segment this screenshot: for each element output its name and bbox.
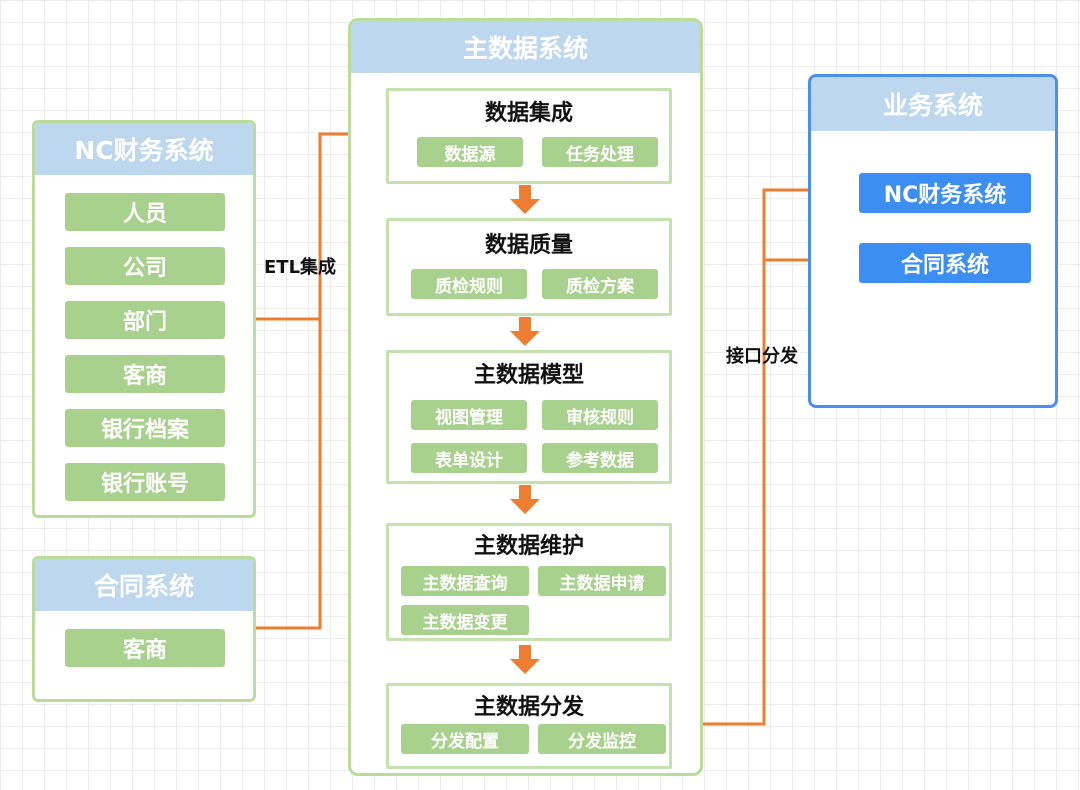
business-system-panel: 业务系统 NC财务系统 合同系统: [808, 74, 1058, 408]
pill-qc-rules: 质检规则: [411, 269, 527, 299]
nc-finance-system-title: NC财务系统: [35, 123, 253, 175]
contract-item-customer-supplier: 客商: [65, 629, 225, 667]
nc-item-bank-archive: 银行档案: [65, 409, 225, 447]
module-data-quality: 数据质量 质检规则 质检方案: [386, 218, 672, 316]
module-data-integration: 数据集成 数据源 任务处理: [386, 88, 672, 184]
pill-master-data-change: 主数据变更: [401, 605, 529, 635]
business-system-title: 业务系统: [811, 77, 1055, 131]
down-arrow-2: [510, 317, 540, 346]
module-master-data-model: 主数据模型 视图管理 审核规则 表单设计 参考数据: [386, 350, 672, 484]
pill-data-source: 数据源: [417, 137, 523, 167]
pill-master-data-apply: 主数据申请: [538, 566, 666, 596]
pill-view-management: 视图管理: [411, 400, 527, 430]
pill-audit-rules: 审核规则: [542, 400, 658, 430]
contract-system-panel: 合同系统 客商: [32, 556, 256, 702]
nc-item-personnel: 人员: [65, 193, 225, 231]
module-master-data-distribution-title: 主数据分发: [473, 695, 584, 720]
module-master-data-maintenance: 主数据维护 主数据查询 主数据申请 主数据变更: [386, 523, 672, 641]
etl-label: ETL集成: [264, 257, 337, 278]
pill-distribution-config: 分发配置: [401, 724, 529, 754]
pill-reference-data: 参考数据: [542, 443, 658, 473]
pill-qc-plan: 质检方案: [542, 269, 658, 299]
pill-master-data-query: 主数据查询: [401, 566, 529, 596]
target-nc-finance-system: NC财务系统: [859, 173, 1031, 213]
module-master-data-maintenance-title: 主数据维护: [473, 534, 584, 559]
target-contract-system: 合同系统: [859, 243, 1031, 283]
module-master-data-model-title: 主数据模型: [473, 363, 584, 388]
interface-distribution-label: 接口分发: [726, 346, 798, 367]
pill-distribution-monitor: 分发监控: [538, 724, 666, 754]
down-arrow-4: [510, 645, 540, 674]
mdm-system-title: 主数据系统: [351, 21, 700, 73]
pill-task-processing: 任务处理: [542, 137, 658, 167]
down-arrow-3: [510, 485, 540, 514]
nc-item-bank-account: 银行账号: [65, 463, 225, 501]
down-arrow-1: [510, 185, 540, 214]
contract-system-title: 合同系统: [35, 559, 253, 611]
module-data-integration-title: 数据集成: [484, 101, 573, 126]
nc-finance-system-panel: NC财务系统 人员 公司 部门 客商 银行档案 银行账号: [32, 120, 256, 518]
etl-connector-contract: [254, 319, 322, 630]
pill-form-design: 表单设计: [411, 443, 527, 473]
module-master-data-distribution: 主数据分发 分发配置 分发监控: [386, 683, 672, 769]
nc-item-customer-supplier: 客商: [65, 355, 225, 393]
nc-item-company: 公司: [65, 247, 225, 285]
nc-item-department: 部门: [65, 301, 225, 339]
module-data-quality-title: 数据质量: [484, 233, 573, 258]
